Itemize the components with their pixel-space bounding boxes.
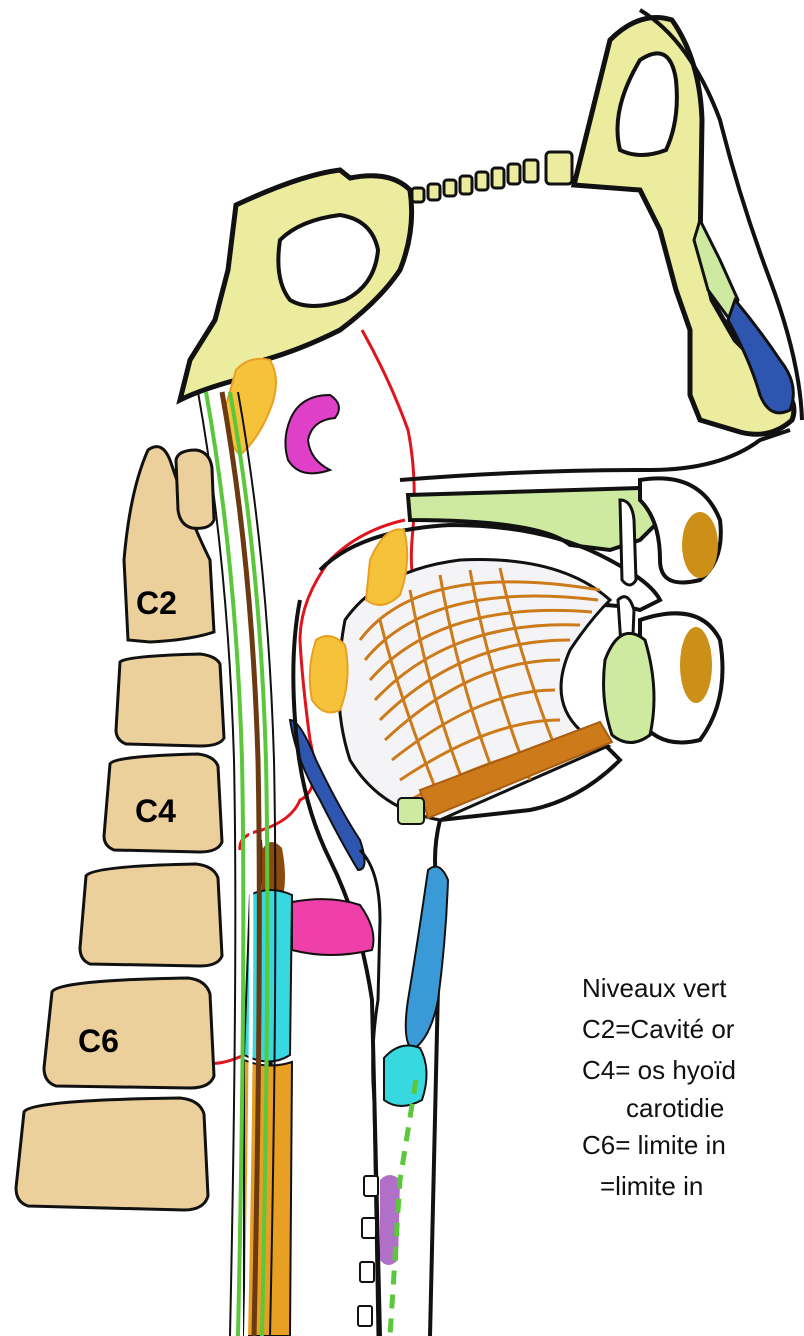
upper-incisor xyxy=(620,500,636,585)
cricopharyngeus-pink xyxy=(292,899,374,955)
mandible-symphysis xyxy=(604,633,654,742)
palate-outline xyxy=(400,430,790,480)
cricoid-cartilage xyxy=(384,1046,427,1106)
upper-lip-orbicularis xyxy=(682,512,718,578)
level-label-c6: C6 xyxy=(78,1023,119,1059)
thyroid-cartilage xyxy=(406,867,448,1050)
legend-c6-continued: =limite in xyxy=(582,1166,804,1207)
vertebra-c1-arch xyxy=(176,450,214,528)
lingual-tonsil-fat xyxy=(310,636,348,712)
hyoid-bone xyxy=(398,798,424,824)
legend-title: Niveaux vert xyxy=(582,968,804,1009)
legend-c2: C2=Cavité or xyxy=(582,1009,804,1050)
vertebral-levels-legend: Niveaux vert C2=Cavité or C4= os hyoïd c… xyxy=(582,968,804,1207)
vertebra-c6 xyxy=(44,978,214,1088)
level-label-c2: C2 xyxy=(136,585,177,621)
vertebra-c3 xyxy=(116,654,224,746)
vertebra-c5 xyxy=(80,864,222,966)
torus-tubarius xyxy=(285,395,339,473)
vertebra-c7 xyxy=(16,1098,208,1210)
level-label-c4: C4 xyxy=(135,793,176,829)
cribriform-plate xyxy=(412,152,572,202)
spinal-cord-stripe-green-outer xyxy=(206,392,243,1336)
legend-c4: C4= os hyoïd xyxy=(582,1050,804,1091)
legend-c4-continued: carotidie xyxy=(582,1091,804,1125)
lower-lip-orbicularis xyxy=(680,627,712,703)
legend-c6: C6= limite in xyxy=(582,1125,804,1166)
